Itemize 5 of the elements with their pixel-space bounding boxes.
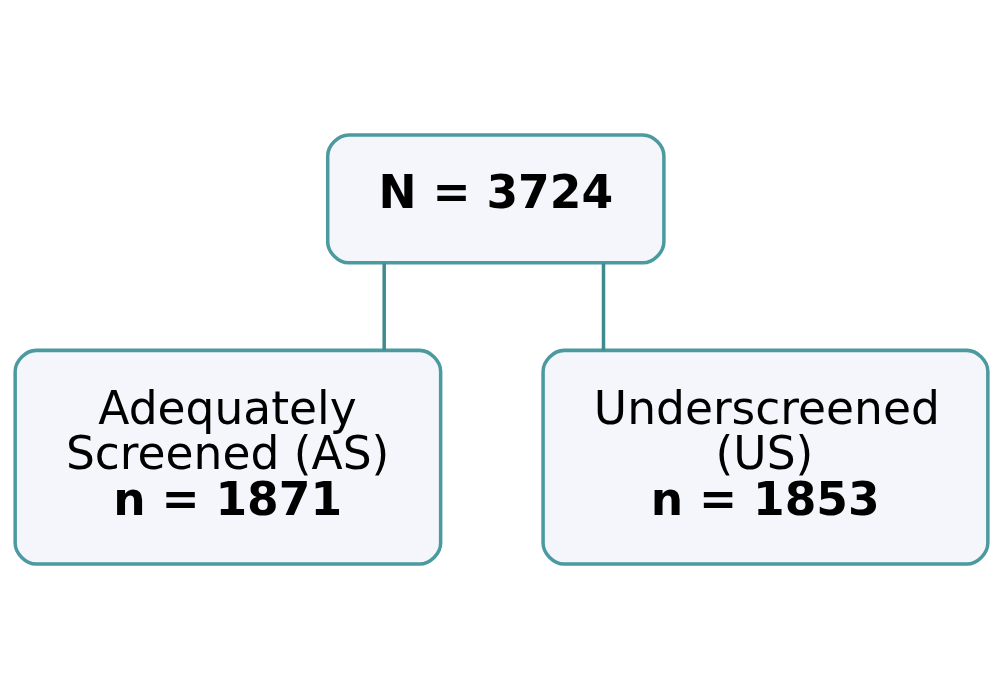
connector (601, 262, 606, 350)
node-box: N = 3724 (325, 132, 666, 265)
connector (382, 262, 386, 350)
node-box: Underscreened (US) n = 1853 (541, 348, 990, 566)
node-box: Adequately Screened (AS) n = 1871 (13, 348, 443, 566)
